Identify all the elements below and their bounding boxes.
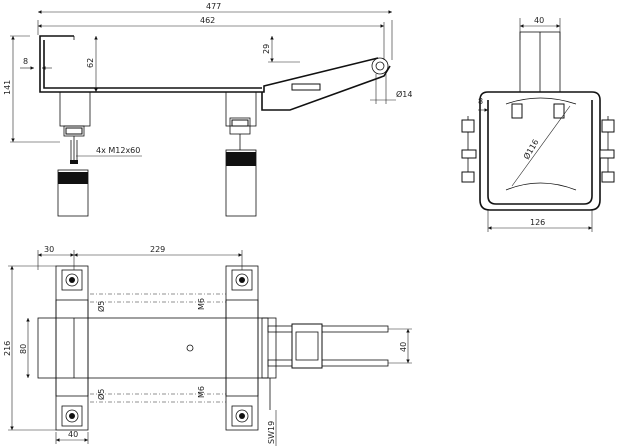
dim-o14-label: Ø14 <box>396 89 412 99</box>
dim-477-label: 477 <box>206 2 221 11</box>
nut-top-left <box>61 269 83 291</box>
bolt-callout-label: 4x M12x60 <box>96 146 140 155</box>
dim-62: 62 <box>86 36 98 92</box>
left-clamp <box>57 91 91 217</box>
end-view: 40 Ø116 8 <box>461 16 615 232</box>
dim-slot-40: 40 <box>388 328 412 364</box>
dim-hole-dia: Ø14 <box>370 74 412 104</box>
dim-overall-length: 477 <box>37 2 393 60</box>
bolt-callout: 4x M12x60 <box>76 146 142 157</box>
plate-left <box>55 265 89 431</box>
plan-view: 30 229 216 80 <box>3 245 412 446</box>
dim-62-label: 62 <box>86 58 95 68</box>
end-bolt-right <box>599 116 615 183</box>
dim-80-label: 80 <box>19 344 28 354</box>
dim-bottom-width: 126 <box>487 210 593 232</box>
nut-bottom-left <box>61 405 83 427</box>
lever-plate <box>261 65 391 111</box>
hole-d5-top-label: Ø5 <box>96 301 106 312</box>
dim-29: 29 <box>262 36 300 63</box>
dim-plan-top: 30 229 <box>37 245 243 270</box>
dim-40-slot-label: 40 <box>399 342 408 352</box>
dim-8-label: 8 <box>23 57 28 66</box>
tube-bottom <box>505 182 577 191</box>
dim-offset-8: 8 <box>20 57 52 70</box>
nut-top-right <box>231 269 253 291</box>
plate-right <box>225 265 259 431</box>
thread-m6-top-label: M6 <box>197 298 206 310</box>
tube-top <box>505 97 577 105</box>
u-frame <box>479 100 601 211</box>
thread-m6-bottom-label: M6 <box>197 386 206 398</box>
dim-141-label: 141 <box>3 80 12 95</box>
dim-o116-label: Ø116 <box>521 137 540 161</box>
sw19-label: SW19 <box>267 421 276 444</box>
dim-126-label: 126 <box>530 218 545 227</box>
dim-30-label: 30 <box>44 245 54 254</box>
dim-229-label: 229 <box>150 245 165 254</box>
pivot-eye <box>371 57 389 75</box>
dim-40-top-label: 40 <box>534 16 544 25</box>
dim-8-end-label: 8 <box>478 97 483 106</box>
dim-462-label: 462 <box>200 16 215 25</box>
dim-40-bottom-label: 40 <box>68 430 78 439</box>
nut-bottom-right <box>231 405 253 427</box>
dim-plan-height: 216 80 <box>3 265 56 431</box>
dim-sw19: SW19 <box>267 410 277 446</box>
side-view: 477 462 141 8 62 29 <box>3 2 412 217</box>
end-bolt-left <box>461 116 477 183</box>
dim-216-label: 216 <box>3 341 12 356</box>
slot-plate <box>291 83 321 91</box>
support-arm <box>39 35 379 93</box>
center-hole <box>186 344 194 352</box>
central-beam <box>37 317 269 379</box>
dim-tube-dia: Ø116 <box>521 137 540 161</box>
lever-block <box>291 323 323 369</box>
arm-lower <box>267 359 389 367</box>
right-clamp <box>225 91 257 217</box>
dim-arm-length: 462 <box>38 16 385 60</box>
dim-29-label: 29 <box>262 44 271 54</box>
dim-bottom-40: 40 <box>55 430 89 444</box>
plan-callouts: Ø5 Ø5 M6 M6 <box>96 298 206 400</box>
dim-offset-8-end: 8 <box>478 97 488 112</box>
hole-d5-bottom-label: Ø5 <box>96 389 106 400</box>
dim-height: 141 <box>3 35 60 143</box>
arm-upper <box>267 325 389 333</box>
